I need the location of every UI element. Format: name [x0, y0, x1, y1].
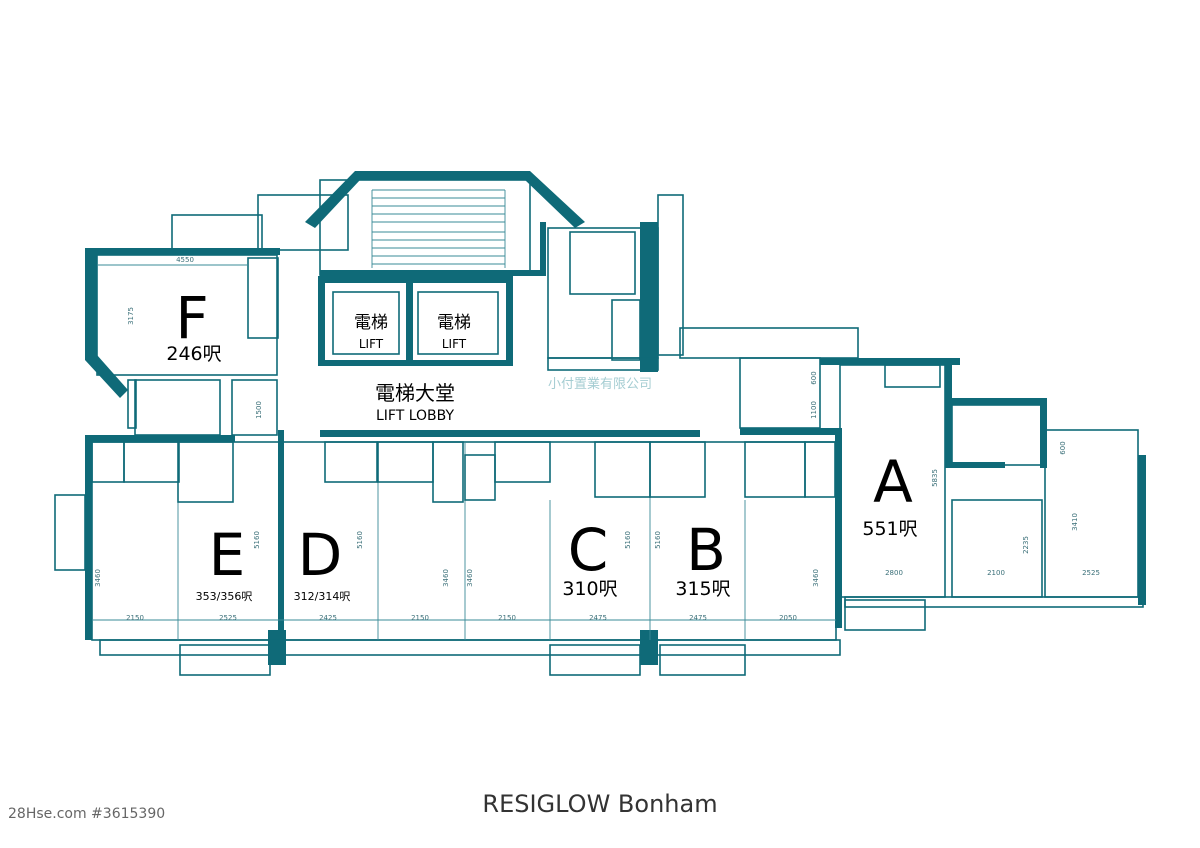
dim-e-height: 3460: [94, 569, 102, 587]
dim-lobby: 1500: [255, 401, 263, 419]
unit-b: B 315呎 2475 2050 3460 5160: [654, 516, 820, 622]
lift-1: 電梯 LIFT: [354, 313, 388, 351]
dim-d-left: 2425: [319, 614, 337, 622]
lower-band: [54, 379, 842, 676]
listing-id: 28Hse.com #3615390: [8, 806, 166, 822]
dim-a2-width: 2100: [987, 569, 1005, 577]
unit-d-area: 312/314呎: [294, 590, 351, 603]
lift-2-cn: 電梯: [437, 313, 471, 333]
staircase: [305, 171, 585, 276]
unit-a-letter: A: [873, 448, 913, 516]
dim-b-height: 3460: [812, 569, 820, 587]
unit-e: E 353/356呎 2150 2525 3460 5160: [94, 521, 261, 622]
dim-c-left: 2150: [498, 614, 516, 622]
unit-a: 600 1100 A 551呎 2800 5835 2100 2235 2525…: [739, 357, 1146, 631]
dim-f-height: 3175: [127, 307, 135, 325]
dim-b-left: 2475: [689, 614, 707, 622]
lift-lobby: 電梯大堂 LIFT LOBBY: [375, 381, 455, 424]
dim-f-width: 4550: [176, 256, 194, 264]
unit-e-area: 353/356呎: [196, 590, 253, 603]
lift-2-en: LIFT: [442, 337, 467, 351]
unit-d: D 312/314呎 2425 2150 3460 5160: [294, 521, 450, 622]
unit-b-letter: B: [686, 516, 726, 584]
unit-e-letter: E: [209, 521, 246, 589]
dim-e-right: 2525: [219, 614, 237, 622]
service-rooms: [257, 194, 859, 372]
dim-b-depth: 5160: [654, 531, 662, 549]
building-title: RESIGLOW Bonham: [482, 790, 718, 818]
dim-a2-height: 2235: [1022, 536, 1030, 554]
unit-f-letter: F: [175, 284, 208, 352]
dim-e-depth: 5160: [253, 531, 261, 549]
dim-a-depth: 5835: [931, 469, 939, 487]
lift-1-en: LIFT: [359, 337, 384, 351]
unit-f-area: 246呎: [166, 343, 221, 365]
dim-d-depth: 5160: [356, 531, 364, 549]
dim-c-height: 3460: [466, 569, 474, 587]
dim-a3-top: 600: [1059, 441, 1067, 454]
dim-a-width: 2800: [885, 569, 903, 577]
unit-c-area: 310呎: [562, 578, 617, 600]
dim-a-corr: 1100: [810, 401, 818, 419]
lift-block: [318, 276, 513, 366]
unit-b-area: 315呎: [675, 578, 730, 600]
lobby-en: LIFT LOBBY: [376, 408, 455, 424]
dim-a-corr2: 600: [810, 371, 818, 384]
dim-b-right: 2050: [779, 614, 797, 622]
dim-d-right: 2150: [411, 614, 429, 622]
dim-a3-width: 2525: [1082, 569, 1100, 577]
dim-a3-height: 3410: [1071, 513, 1079, 531]
dim-c-right: 2475: [589, 614, 607, 622]
unit-a-area: 551呎: [862, 518, 917, 540]
lift-1-cn: 電梯: [354, 313, 388, 333]
lift-2: 電梯 LIFT: [437, 313, 471, 351]
unit-c-letter: C: [568, 516, 609, 584]
unit-d-letter: D: [298, 521, 343, 589]
watermark-text: 小付置業有限公司: [548, 376, 652, 392]
dim-c-depth: 5160: [624, 531, 632, 549]
lobby-cn: 電梯大堂: [375, 381, 455, 405]
unit-c: C 310呎 2150 2475 3460 5160: [466, 516, 632, 622]
dim-e-left: 2150: [126, 614, 144, 622]
unit-f: 4550 3175 F 246呎: [85, 214, 280, 436]
dim-d-height: 3460: [442, 569, 450, 587]
